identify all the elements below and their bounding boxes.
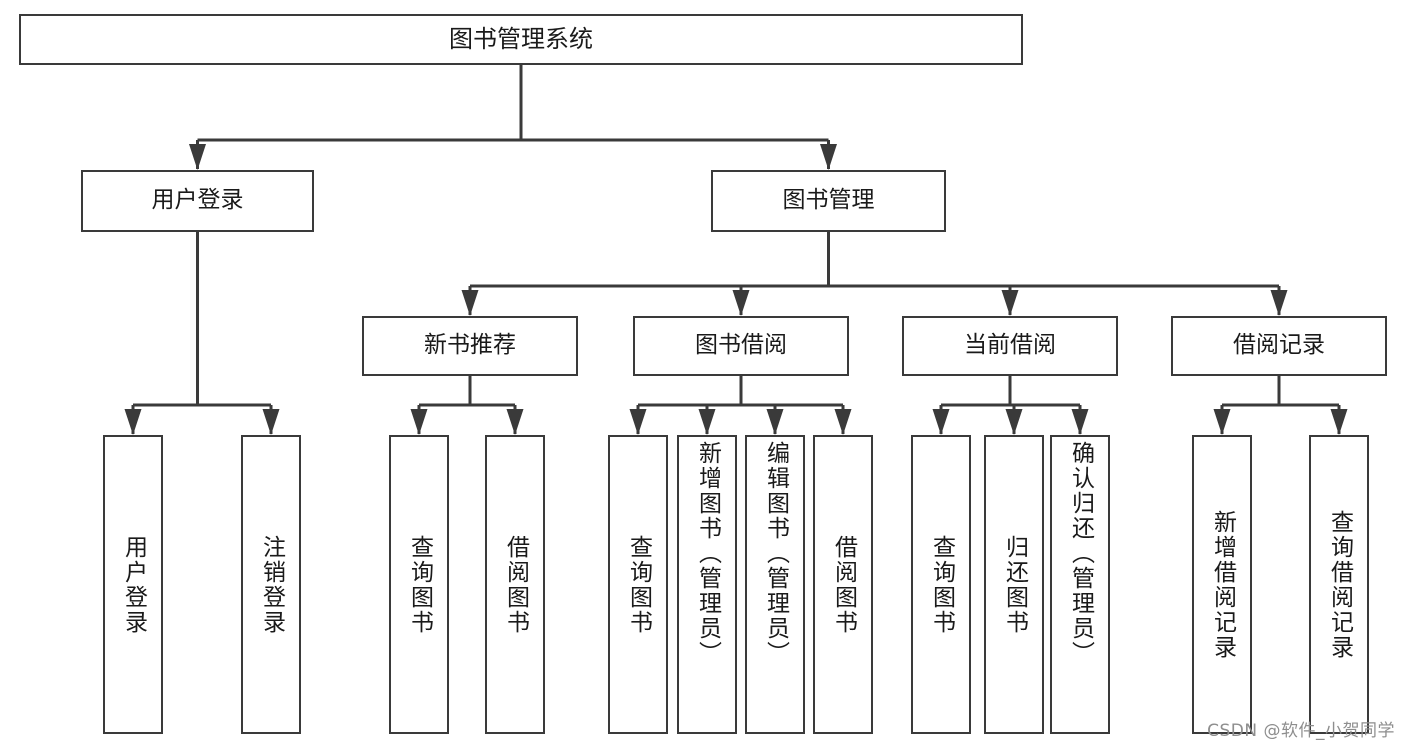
node-label-f-b1: 借阅图书	[502, 534, 529, 635]
node-root[interactable]: 图书管理系统	[19, 14, 1023, 65]
arrow-icon-f-b1	[506, 409, 524, 435]
node-label-f-q1: 查询图书	[406, 534, 433, 635]
csdn-watermark: CSDN @软件_小贺同学	[1207, 721, 1395, 741]
node-f-edit[interactable]: 编辑图书（管理员）	[745, 435, 805, 734]
arrow-icon-bookmgmt	[820, 144, 837, 170]
node-label-f-addrec: 新增借阅记录	[1209, 509, 1236, 660]
node-f-b1[interactable]: 借阅图书	[485, 435, 545, 734]
node-label-f-login: 用户登录	[120, 534, 147, 635]
node-label-f-conf: 确认归还（管理员）	[1067, 441, 1094, 666]
arrow-icon-f-edit	[766, 409, 784, 435]
arrow-icon-f-logout	[262, 409, 280, 435]
node-label-f-add: 新增图书（管理员）	[694, 441, 721, 666]
node-records[interactable]: 借阅记录	[1171, 316, 1387, 376]
node-label-newbook: 新书推荐	[424, 332, 516, 359]
node-f-ret[interactable]: 归还图书	[984, 435, 1044, 734]
node-label-f-edit: 编辑图书（管理员）	[762, 441, 789, 666]
arrow-icon-f-q2	[629, 409, 647, 435]
node-borrow[interactable]: 图书借阅	[633, 316, 849, 376]
node-f-add[interactable]: 新增图书（管理员）	[677, 435, 737, 734]
node-current[interactable]: 当前借阅	[902, 316, 1118, 376]
arrow-icon-f-q1	[410, 409, 428, 435]
node-label-f-ret: 归还图书	[1001, 534, 1028, 635]
node-label-f-logout: 注销登录	[258, 534, 285, 635]
node-label-f-q3: 查询图书	[928, 534, 955, 635]
node-f-addrec[interactable]: 新增借阅记录	[1192, 435, 1252, 734]
node-f-qrec[interactable]: 查询借阅记录	[1309, 435, 1369, 734]
node-f-login[interactable]: 用户登录	[103, 435, 163, 734]
arrow-icon-f-addrec	[1213, 409, 1231, 435]
node-f-conf[interactable]: 确认归还（管理员）	[1050, 435, 1110, 734]
arrow-icon-f-qrec	[1330, 409, 1348, 435]
node-f-logout[interactable]: 注销登录	[241, 435, 301, 734]
node-label-f-qrec: 查询借阅记录	[1326, 509, 1353, 660]
arrow-icon-f-add	[698, 409, 716, 435]
node-label-current: 当前借阅	[964, 332, 1056, 359]
node-f-q1[interactable]: 查询图书	[389, 435, 449, 734]
arrow-icon-f-b2	[834, 409, 852, 435]
arrow-icon-current	[1001, 290, 1019, 316]
node-f-q2[interactable]: 查询图书	[608, 435, 668, 734]
arrow-icon-f-conf	[1071, 409, 1089, 435]
arrow-icon-f-q3	[932, 409, 950, 435]
arrow-icon-records	[1270, 290, 1288, 316]
arrow-icon-f-ret	[1005, 409, 1023, 435]
arrow-icon-borrow	[732, 290, 750, 316]
node-label-borrow: 图书借阅	[695, 332, 787, 359]
node-bookmgmt[interactable]: 图书管理	[711, 170, 946, 232]
node-f-b2[interactable]: 借阅图书	[813, 435, 873, 734]
node-newbook[interactable]: 新书推荐	[362, 316, 578, 376]
node-login[interactable]: 用户登录	[81, 170, 314, 232]
node-f-q3[interactable]: 查询图书	[911, 435, 971, 734]
node-label-login: 用户登录	[151, 187, 244, 214]
arrow-icon-login	[189, 144, 206, 170]
node-label-f-b2: 借阅图书	[830, 534, 857, 635]
node-label-records: 借阅记录	[1233, 332, 1325, 359]
arrow-icon-newbook	[461, 290, 479, 316]
arrow-icon-f-login	[124, 409, 142, 435]
node-label-f-q2: 查询图书	[625, 534, 652, 635]
node-label-bookmgmt: 图书管理	[782, 187, 875, 214]
node-label-root: 图书管理系统	[449, 25, 593, 54]
